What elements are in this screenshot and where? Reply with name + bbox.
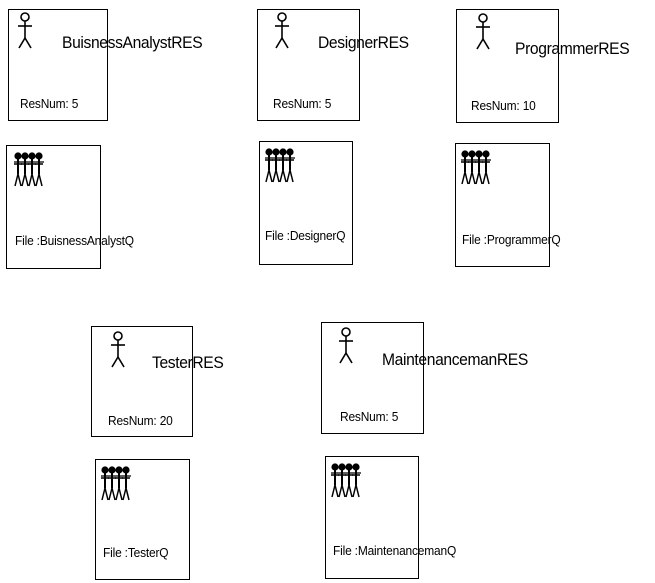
resource-name: DesignerRES — [318, 33, 409, 52]
resource-box[interactable] — [257, 9, 360, 121]
resource-name: BuisnessAnalystRES — [62, 33, 203, 52]
resource-count: ResNum: 5 — [340, 409, 399, 424]
queue-label: File :BuisnessAnalystQ — [15, 233, 134, 248]
queue-box[interactable] — [95, 459, 190, 580]
resource-box[interactable] — [321, 322, 424, 434]
queue-people-icon — [265, 148, 297, 186]
stick-figure-icon — [274, 12, 290, 49]
resource-count: ResNum: 5 — [273, 96, 332, 111]
resource-name: ProgrammerRES — [515, 39, 630, 58]
queue-box[interactable] — [325, 456, 419, 579]
queue-people-icon — [101, 466, 133, 504]
stick-figure-icon — [110, 331, 126, 368]
resource-name: MaintenancemanRES — [382, 350, 528, 369]
queue-box[interactable] — [6, 145, 101, 269]
queue-people-icon — [461, 150, 493, 188]
queue-label: File :TesterQ — [103, 545, 169, 560]
resource-box[interactable] — [8, 9, 108, 121]
resource-count: ResNum: 20 — [108, 413, 173, 428]
queue-people-icon — [331, 463, 363, 501]
resource-name: TesterRES — [152, 353, 224, 372]
queue-box[interactable] — [455, 143, 550, 267]
queue-label: File :DesignerQ — [265, 228, 346, 243]
queue-label: File :MaintenancemanQ — [333, 543, 457, 558]
resource-box[interactable] — [91, 326, 193, 437]
stick-figure-icon — [17, 12, 33, 49]
resource-count: ResNum: 5 — [20, 96, 79, 111]
queue-box[interactable] — [259, 141, 353, 265]
queue-people-icon — [14, 152, 46, 190]
queue-label: File :ProgrammerQ — [462, 232, 561, 247]
resource-count: ResNum: 10 — [471, 98, 536, 113]
stick-figure-icon — [338, 327, 354, 364]
stick-figure-icon — [475, 13, 491, 50]
resource-box[interactable] — [456, 9, 559, 123]
